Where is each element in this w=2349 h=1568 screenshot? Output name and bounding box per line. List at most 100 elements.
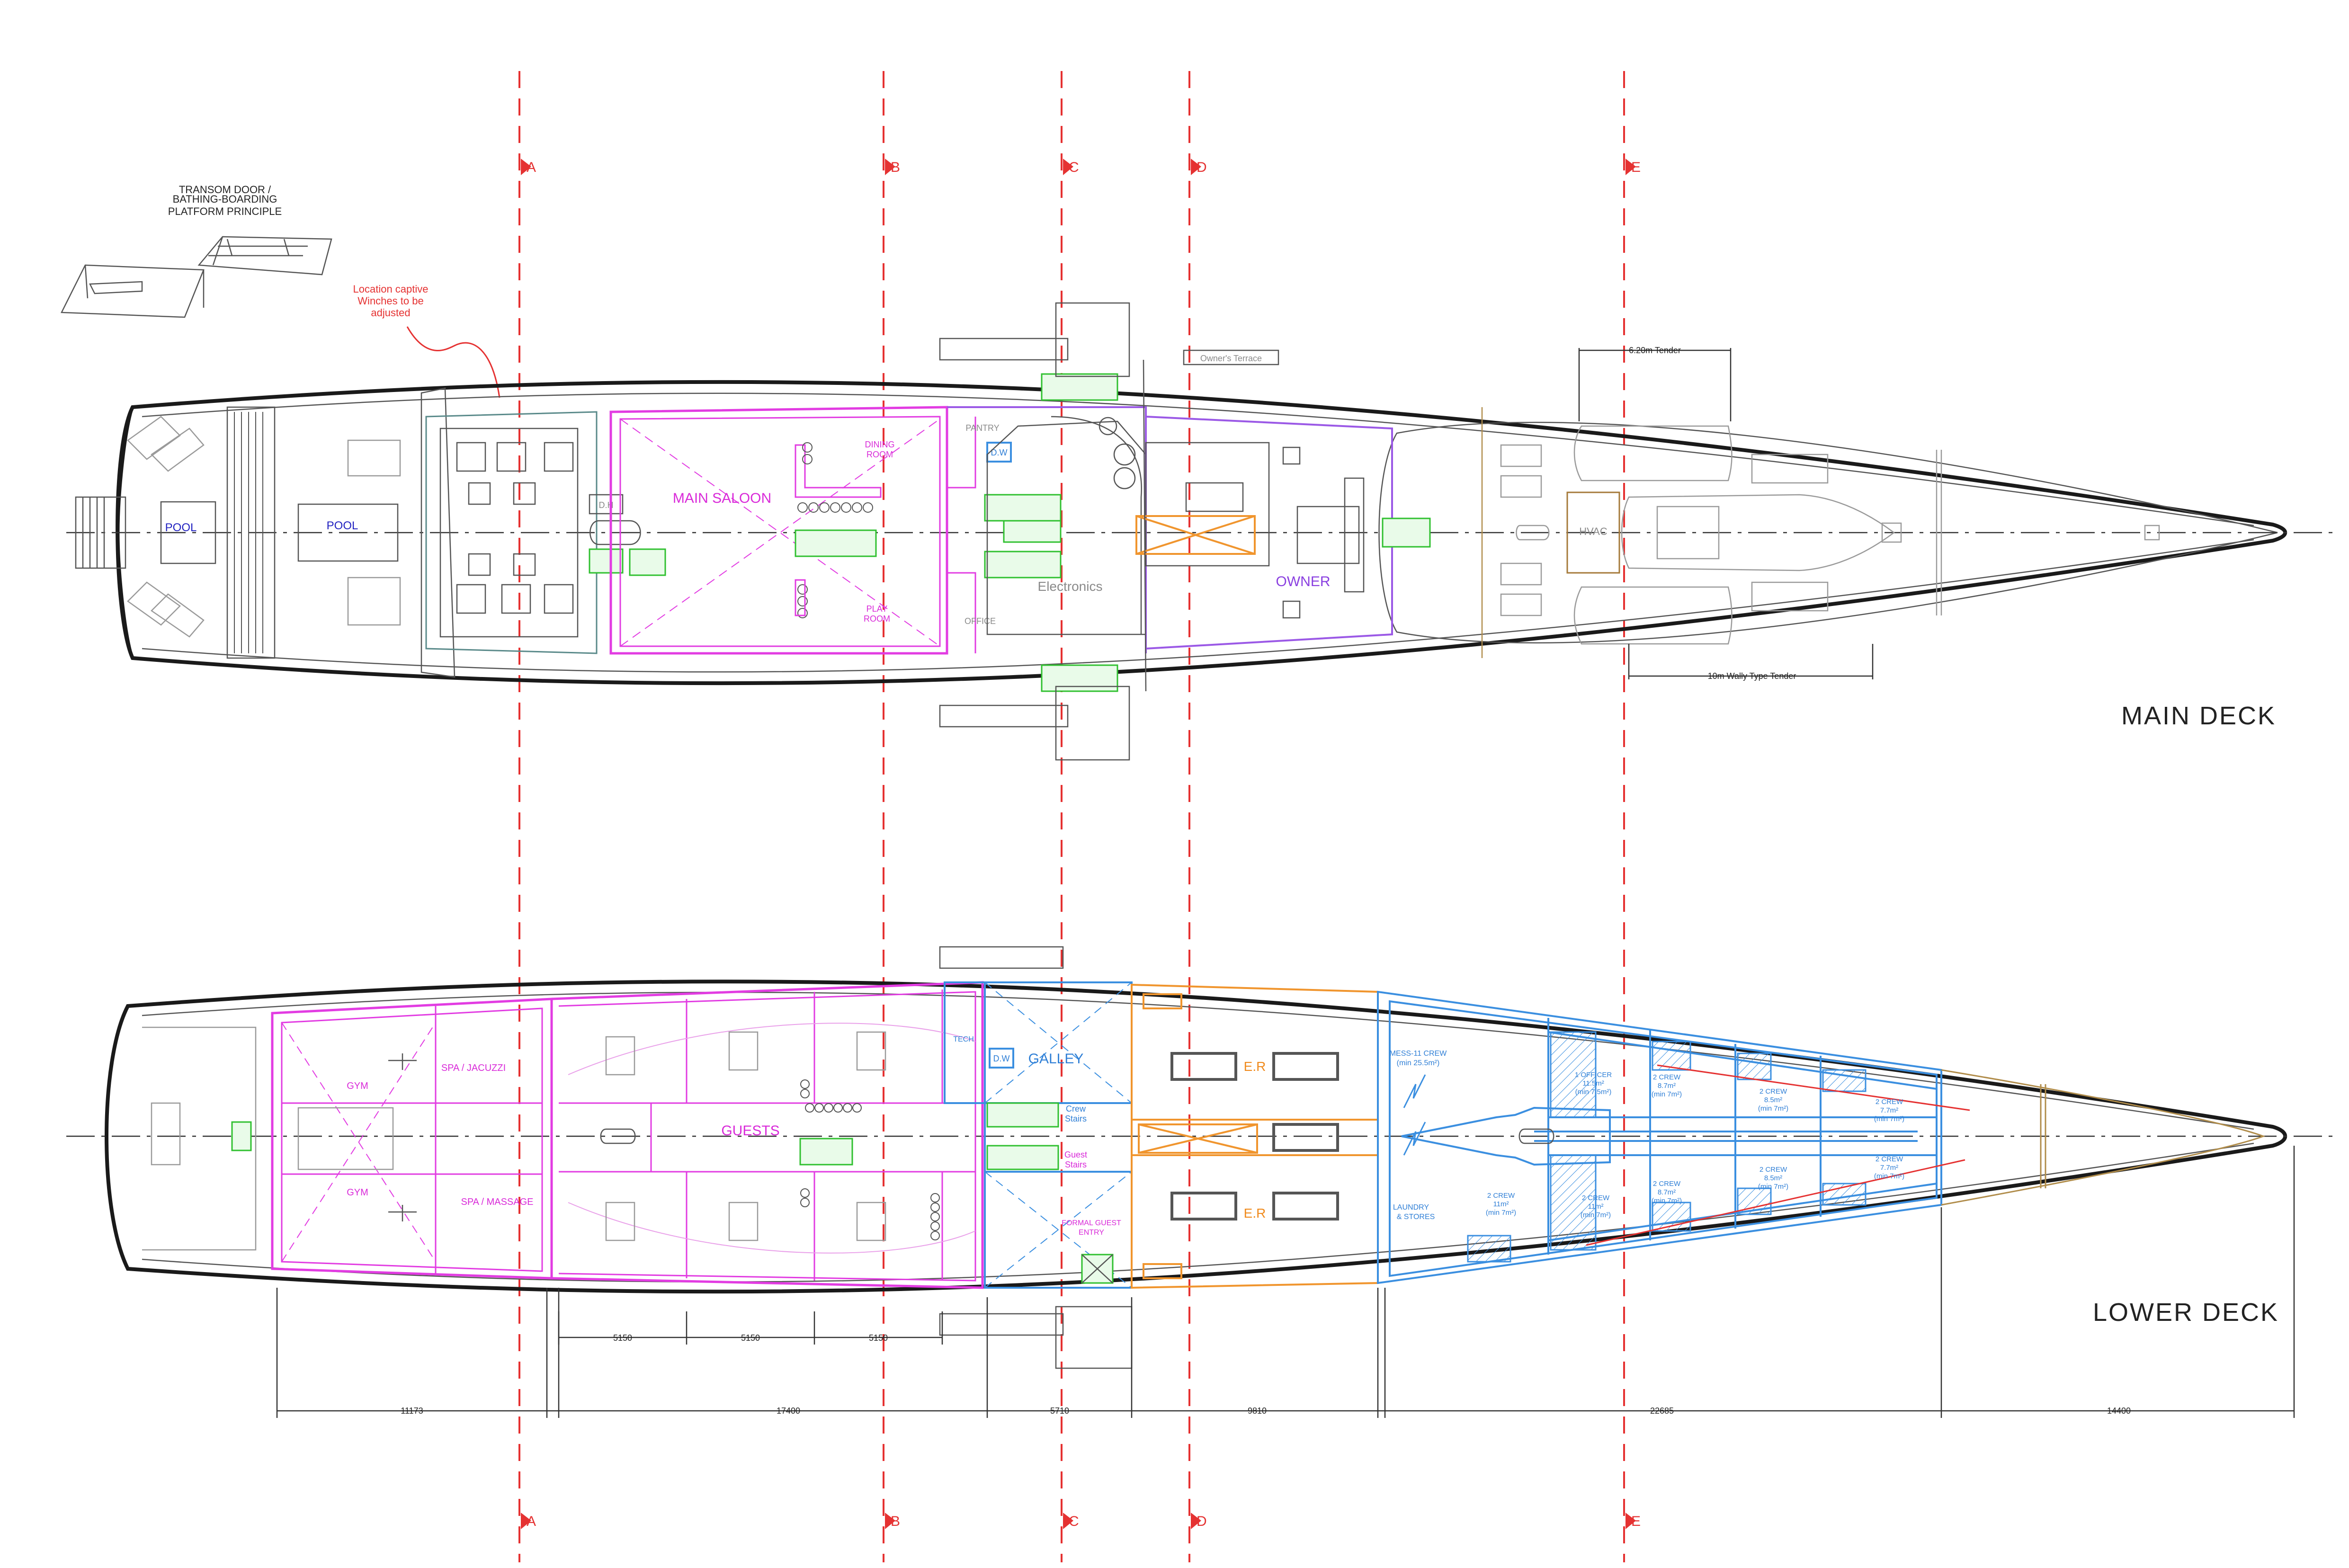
- crew-f-label-3: (min 7m²): [1652, 1197, 1682, 1205]
- crew-h-label-3: (min 7m²): [1874, 1172, 1904, 1180]
- crew-a-label-3: (min 7m²): [1652, 1090, 1682, 1098]
- dw-main-label: D.W: [991, 448, 1008, 457]
- winch-note-line-2: Winches to be: [357, 295, 423, 307]
- dim-5: 22685: [1650, 1406, 1674, 1416]
- owners-terrace-label: Owner's Terrace: [1200, 354, 1262, 363]
- main-deck: POOL POOL D.H: [66, 302, 2339, 761]
- crew-g-label-3: (min 7m²): [1758, 1183, 1788, 1191]
- section-label-a-top: A: [527, 160, 536, 175]
- guest-stairs-label-1: Guest: [1064, 1150, 1087, 1159]
- section-label-a-bottom: A: [527, 1514, 536, 1529]
- mess-label-1: MESS-11 CREW: [1390, 1050, 1447, 1058]
- crew-c-label-1: 2 CREW: [1876, 1098, 1903, 1106]
- gym-label-1: GYM: [347, 1081, 368, 1091]
- crew-e-label-3: (min 7m²): [1581, 1211, 1611, 1219]
- formal-entry-label-1: FORMAL GUEST: [1062, 1219, 1121, 1227]
- spa-massage-label: SPA / MASSAGE: [461, 1197, 533, 1207]
- pool-1-label: POOL: [165, 521, 197, 534]
- crew-c-label-2: 7.7m²: [1880, 1106, 1898, 1114]
- section-markers-bottom: A B C D E: [521, 1513, 1641, 1529]
- laundry-label-2: & STORES: [1397, 1213, 1435, 1221]
- formal-entry-label-2: ENTRY: [1079, 1229, 1104, 1237]
- section-label-c-top: C: [1069, 160, 1079, 175]
- dim-6: 14400: [2107, 1406, 2131, 1416]
- section-label-b-top: B: [891, 160, 900, 175]
- crew-e-label-2: 11m²: [1588, 1203, 1603, 1211]
- er-label-2: E.R: [1244, 1206, 1266, 1221]
- crew-d-label-1: 2 CREW: [1487, 1192, 1515, 1200]
- spa-jacuzzi-label: SPA / JACUZZI: [441, 1063, 506, 1073]
- transom-note-line-2: BATHING-BOARDING: [173, 193, 277, 205]
- crew-f-label-2: 8.7m²: [1658, 1188, 1676, 1196]
- dim-cabin-3: 5150: [869, 1333, 888, 1343]
- tender-large-label: 10m Wally Type Tender: [1708, 671, 1796, 681]
- hvac-label: HVAC: [1579, 526, 1608, 537]
- play-room-label-2: ROOM: [864, 614, 890, 624]
- play-room-label-1: PLAY: [866, 604, 888, 614]
- crew-c-label-3: (min 7m²): [1874, 1115, 1904, 1123]
- tech-label: TECH: [953, 1035, 974, 1043]
- owner-label: OWNER: [1276, 574, 1331, 589]
- section-label-d-top: D: [1197, 160, 1207, 175]
- galley-label: GALLEY: [1028, 1051, 1084, 1067]
- officer-label-2: 11.5m²: [1582, 1079, 1604, 1087]
- guests-label: GUESTS: [721, 1123, 779, 1139]
- winch-note-line-3: adjusted: [371, 307, 410, 319]
- winch-note: Location captive Winches to be adjusted: [353, 283, 500, 398]
- crew-h-label-1: 2 CREW: [1876, 1155, 1903, 1163]
- dim-cabin-2: 5150: [741, 1333, 760, 1343]
- tender-small-label: 6.20m Tender: [1629, 346, 1681, 355]
- section-label-b-bottom: B: [891, 1514, 900, 1529]
- pool-2-label: POOL: [327, 519, 358, 532]
- section-label-e-bottom: E: [1631, 1514, 1641, 1529]
- dining-room-label-2: ROOM: [866, 450, 893, 459]
- main-deck-title: MAIN DECK: [2121, 702, 2276, 730]
- section-lines: [518, 71, 1625, 1562]
- dim-3: 5710: [1050, 1406, 1069, 1416]
- er-label-1: E.R: [1244, 1059, 1266, 1074]
- dim-2: 17400: [777, 1406, 800, 1416]
- dining-room-label-1: DINING: [865, 440, 895, 449]
- guest-stairs-label-2: Stairs: [1065, 1160, 1087, 1169]
- mess-label-2: (min 25.5m²): [1397, 1059, 1440, 1067]
- crew-h-label-2: 7.7m²: [1880, 1164, 1898, 1172]
- transom-note: TRANSOM DOOR / BATHING-BOARDING PLATFORM…: [61, 184, 332, 318]
- section-label-e-top: E: [1631, 160, 1641, 175]
- electronics-label: Electronics: [1038, 579, 1103, 594]
- crew-g-label-1: 2 CREW: [1760, 1166, 1787, 1174]
- pantry-label: PANTRY: [965, 423, 999, 433]
- officer-label-3: (min 7.5m²): [1575, 1088, 1612, 1096]
- section-label-d-bottom: D: [1197, 1514, 1207, 1529]
- dim-1: 11173: [401, 1406, 423, 1416]
- transom-note-line-3: PLATFORM PRINCIPLE: [168, 205, 282, 217]
- transom-note-line-1: TRANSOM DOOR /: [179, 184, 271, 196]
- crew-a-label-2: 8.7m²: [1658, 1082, 1676, 1090]
- crew-b-label-3: (min 7m²): [1758, 1105, 1788, 1113]
- crew-d-label-2: 11m²: [1493, 1200, 1509, 1208]
- section-label-c-bottom: C: [1069, 1514, 1079, 1529]
- main-saloon-label: MAIN SALOON: [673, 490, 771, 506]
- dimension-lines: 5150 5150 5150 11173 17400 5710 9810 226…: [276, 1146, 2295, 1418]
- crew-f-label-1: 2 CREW: [1653, 1180, 1681, 1188]
- dw-lower-label: D.W: [993, 1054, 1010, 1063]
- crew-d-label-3: (min 7m²): [1486, 1209, 1516, 1217]
- crew-stairs-label-2: Stairs: [1065, 1114, 1087, 1123]
- dim-cabin-1: 5150: [613, 1333, 632, 1343]
- winch-note-line-1: Location captive: [353, 283, 429, 295]
- crew-g-label-2: 8.5m²: [1764, 1174, 1782, 1182]
- dim-4: 9810: [1248, 1406, 1267, 1416]
- crew-stairs-label-1: Crew: [1066, 1104, 1086, 1114]
- office-label: OFFICE: [965, 616, 996, 626]
- officer-label-1: 1 OFFICER: [1575, 1071, 1612, 1079]
- crew-b-label-2: 8.5m²: [1764, 1096, 1782, 1104]
- lower-deck: GYM GYM SPA / JACUZZI SPA / MASSAGE GUES…: [66, 946, 2339, 1369]
- section-markers-top: A B C D E: [521, 159, 1641, 175]
- crew-a-label-1: 2 CREW: [1653, 1073, 1681, 1081]
- laundry-label-1: LAUNDRY: [1393, 1203, 1429, 1212]
- crew-e-label-1: 2 CREW: [1582, 1194, 1610, 1202]
- gym-label-2: GYM: [347, 1187, 368, 1198]
- lower-deck-title: LOWER DECK: [2093, 1298, 2279, 1327]
- crew-b-label-1: 2 CREW: [1760, 1087, 1787, 1096]
- tender-area: HVAC: [1481, 407, 2160, 658]
